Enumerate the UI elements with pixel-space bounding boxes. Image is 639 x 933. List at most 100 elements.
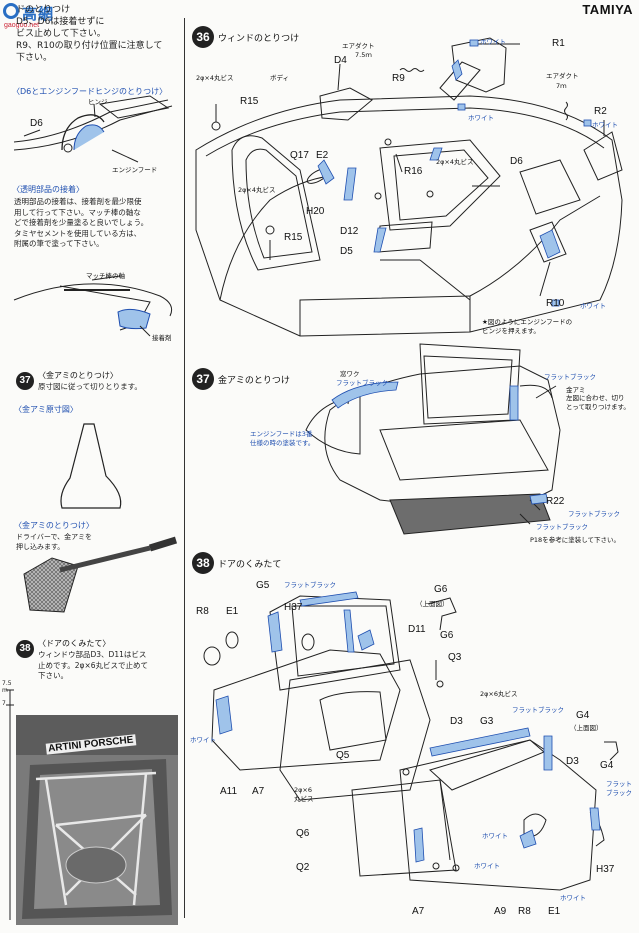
part-r15-label-b: R15 — [284, 232, 303, 243]
frame-flat-black-note: フラットブラック — [336, 379, 388, 387]
scale-bar — [6, 689, 14, 920]
part-d3-label-a: D3 — [450, 716, 463, 727]
part-d4-label: D4 — [334, 55, 347, 66]
mesh-template-shape — [60, 423, 122, 509]
step-36-badge: 36 — [192, 26, 214, 48]
body-label: ボディ — [270, 74, 290, 82]
part-g6-label-a: G6 — [434, 584, 448, 595]
flat-black-note-right: フラット ブラック — [606, 780, 632, 797]
screw-2x6-label-b: 2φ×6 丸ビス — [294, 786, 314, 803]
part-q5-label: Q5 — [336, 750, 350, 761]
part-r2-label: R2 — [594, 106, 607, 117]
clear-parts-heading: 〈透明部品の接着〉 — [12, 185, 84, 194]
match-stick-label: マッチ棒の軸 — [86, 272, 125, 280]
part-r8-label-a: R8 — [196, 606, 209, 617]
part-h20-label: H20 — [306, 206, 325, 217]
mesh-label: 金アミ — [566, 386, 586, 394]
engine-hood-label: エンジンフード — [112, 166, 158, 174]
step-38-badge-left: 38 — [16, 640, 34, 658]
part-d5-label: D5 — [340, 246, 353, 257]
part-h37-label-a: H37 — [284, 602, 303, 613]
step-37-badge: 37 — [192, 368, 214, 390]
step-37-text-left: 原寸図に従って切りとります。 — [38, 382, 142, 391]
r10-white-paint-note: ホワイト — [580, 302, 606, 310]
scale-bottom-value: 7 — [2, 700, 6, 707]
part-d12-label: D12 — [340, 226, 359, 237]
part-r9-label: R9 — [392, 73, 405, 84]
white-paint-note-d: ホワイト — [560, 894, 586, 902]
lower-flat-black-note: フラットブラック — [536, 523, 588, 531]
reference-photo: ARTINI PORSCHE — [16, 715, 178, 925]
upper-view-label-a: （上面図） — [416, 600, 449, 608]
p18-reference-note: P18を参考に塗装して下さい。 — [530, 536, 620, 544]
screw-2x4-label-a: 2φ×4丸ビス — [196, 74, 234, 82]
screw-2x6-label-a: 2φ×6丸ビス — [480, 690, 518, 698]
part-g3-label: G3 — [480, 716, 494, 727]
watermark-logo: 高網 gaogoo.net — [0, 0, 66, 34]
d6-hinge-heading: 〈D6とエンジンフードヒンジのとりつけ〉 — [12, 87, 168, 96]
d3-flat-black-note: フラットブラック — [512, 706, 564, 714]
intro-text: ドのとりつけ D5、D6は接着せずに ビス止めして下さい。 R9、R10の取り付… — [16, 5, 163, 63]
g5-flat-black-note: フラットブラック — [284, 581, 336, 589]
brand-logo: TAMIYA — [582, 2, 633, 17]
part-r22-label: R22 — [546, 496, 565, 507]
part-g4-label-b: G4 — [600, 760, 614, 771]
part-q2-label: Q2 — [296, 862, 310, 873]
part-r8-label-b: R8 — [518, 906, 531, 917]
air-duct-length-2: 7ｍ — [556, 82, 567, 90]
part-q17-label: Q17 — [290, 150, 309, 161]
step-37-title: 金アミのとりつけ — [218, 376, 290, 386]
d6-label: D6 — [30, 118, 43, 129]
column-divider — [184, 18, 185, 918]
r2-white-paint-note: ホワイト — [592, 121, 618, 129]
top-flat-black-note: フラットブラック — [544, 373, 596, 381]
part-h37-label-b: H37 — [596, 864, 615, 875]
mesh-install-text: ドライバーで、金アミを 押し込みます。 — [16, 533, 93, 551]
part-r1-label: R1 — [552, 38, 565, 49]
hinge-label: ヒンジ — [88, 98, 108, 106]
part-q3-label: Q3 — [448, 652, 462, 663]
part-g5-label: G5 — [256, 580, 270, 591]
screw-2x4-label-b: 2φ×4丸ビス — [238, 186, 276, 194]
step-38-badge: 38 — [192, 552, 214, 574]
step-36-title: ウィンドのとりつけ — [218, 34, 300, 44]
watermark-text: 高網 — [22, 5, 55, 23]
mid-white-paint-note: ホワイト — [468, 114, 494, 122]
white-paint-note-c: ホワイト — [474, 862, 500, 870]
step-38-heading-left: 〈ドアのくみたて〉 — [38, 639, 111, 648]
window-frame-label: 窓ワク — [340, 370, 360, 378]
part-e1-label-b: E1 — [548, 906, 561, 917]
part-e2-label: E2 — [316, 150, 329, 161]
watermark-ring-icon — [3, 3, 19, 19]
part-d6-label: D6 — [510, 156, 523, 167]
screw-2x4-label-c: 2φ×4丸ビス — [436, 158, 474, 166]
part-d11-label: D11 — [408, 624, 426, 635]
roll-cage-photo-drawing — [16, 715, 178, 919]
hinge-press-note: ★図のようにエンジンフードの ヒンジを押えます。 — [482, 318, 573, 335]
mesh-template-heading: 〈金アミ原寸図〉 — [14, 405, 78, 414]
part-q6-label: Q6 — [296, 828, 310, 839]
part-r16-label: R16 — [404, 166, 423, 177]
mesh-install-heading: 〈金アミのとりつけ〉 — [14, 521, 94, 530]
d6-hinge-illustration — [13, 95, 173, 163]
step-37-heading-left: 〈金アミのとりつけ〉 — [38, 371, 118, 380]
air-duct-label-2: エアダクト — [546, 72, 579, 80]
mesh-cut-note: 左図に合わせ、切り とって取りつけます。 — [566, 394, 630, 411]
step-37-badge-left: 37 — [16, 372, 34, 390]
part-d3-label-b: D3 — [566, 756, 579, 767]
part-a7-label-a: A7 — [252, 786, 265, 797]
part-r15-label-a: R15 — [240, 96, 259, 107]
part-a7-label-b: A7 — [412, 906, 425, 917]
clear-parts-text: 透明部品の接着は、接着剤を最少限使 用して行って下さい。マッチ棒の軸な どで接着… — [14, 197, 149, 248]
white-paint-note-b: ホワイト — [482, 832, 508, 840]
part-r10-label: R10 — [546, 298, 565, 309]
air-duct-length-1: 7.5ｍ — [355, 51, 372, 59]
r1-white-paint-note: ホワイト — [480, 38, 506, 46]
glue-label: 接着剤 — [152, 334, 172, 342]
part-a9-label: A9 — [494, 906, 507, 917]
